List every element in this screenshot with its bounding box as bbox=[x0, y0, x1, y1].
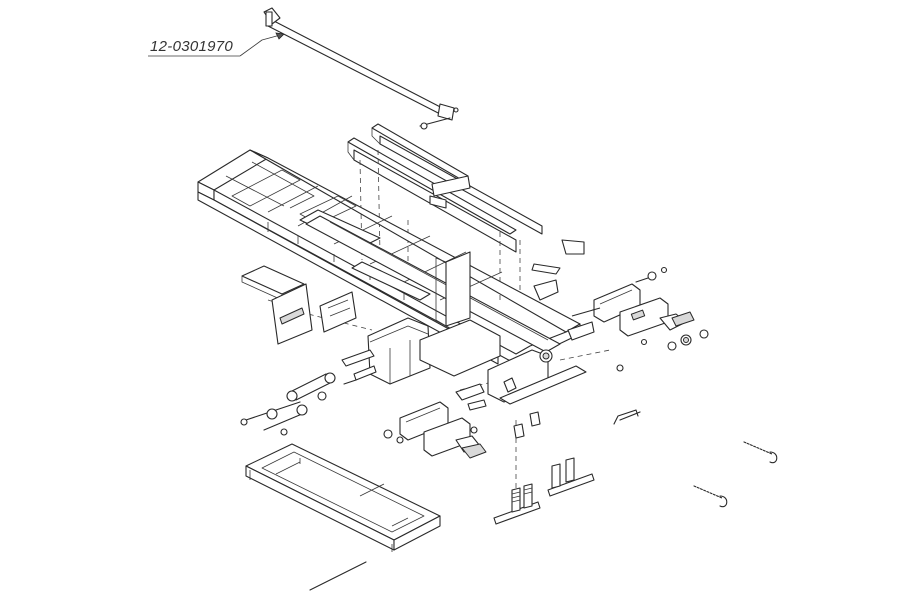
lower-cradle-frame bbox=[245, 443, 441, 591]
right-bracket-parts bbox=[531, 239, 709, 372]
pin-part bbox=[613, 409, 641, 425]
linkage-parts bbox=[240, 349, 377, 436]
cross-bar-part bbox=[263, 7, 459, 130]
left-cover-plates bbox=[241, 265, 357, 345]
safety-chain-upper bbox=[743, 441, 778, 464]
safety-chain-lower bbox=[693, 485, 728, 508]
front-end-assembly bbox=[367, 317, 587, 405]
part-number-label: 12-0301970 bbox=[150, 38, 234, 55]
callout-leader bbox=[148, 32, 285, 57]
left-bracket-parts bbox=[383, 383, 487, 459]
stand-legs bbox=[493, 411, 595, 525]
upper-rail-parts bbox=[347, 123, 543, 253]
inner-channel bbox=[305, 215, 561, 353]
